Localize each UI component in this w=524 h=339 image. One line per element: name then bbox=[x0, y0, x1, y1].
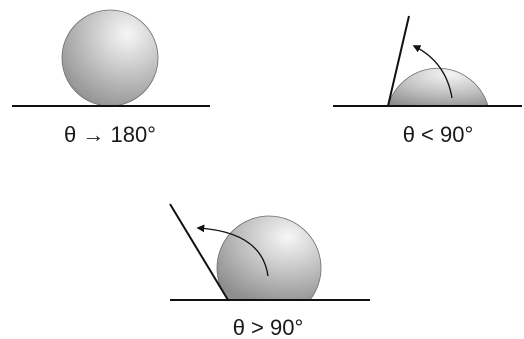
tangent-line bbox=[169, 203, 229, 301]
caption-hydrophilic: θ < 90° bbox=[403, 122, 474, 147]
caption-hydrophobic: θ > 90° bbox=[233, 315, 304, 339]
droplet bbox=[387, 67, 489, 107]
panel-superhydrophobic: θ → 180° bbox=[12, 9, 210, 147]
caption-superhydrophobic: θ → 180° bbox=[64, 122, 156, 147]
angle-arrow bbox=[196, 224, 269, 277]
tangent-line bbox=[387, 15, 410, 107]
angle-arrow bbox=[412, 45, 453, 99]
panel-hydrophilic: θ < 90° bbox=[333, 15, 522, 147]
droplet bbox=[216, 215, 322, 301]
droplet bbox=[61, 9, 159, 107]
panel-hydrophobic: θ > 90° bbox=[169, 203, 370, 339]
